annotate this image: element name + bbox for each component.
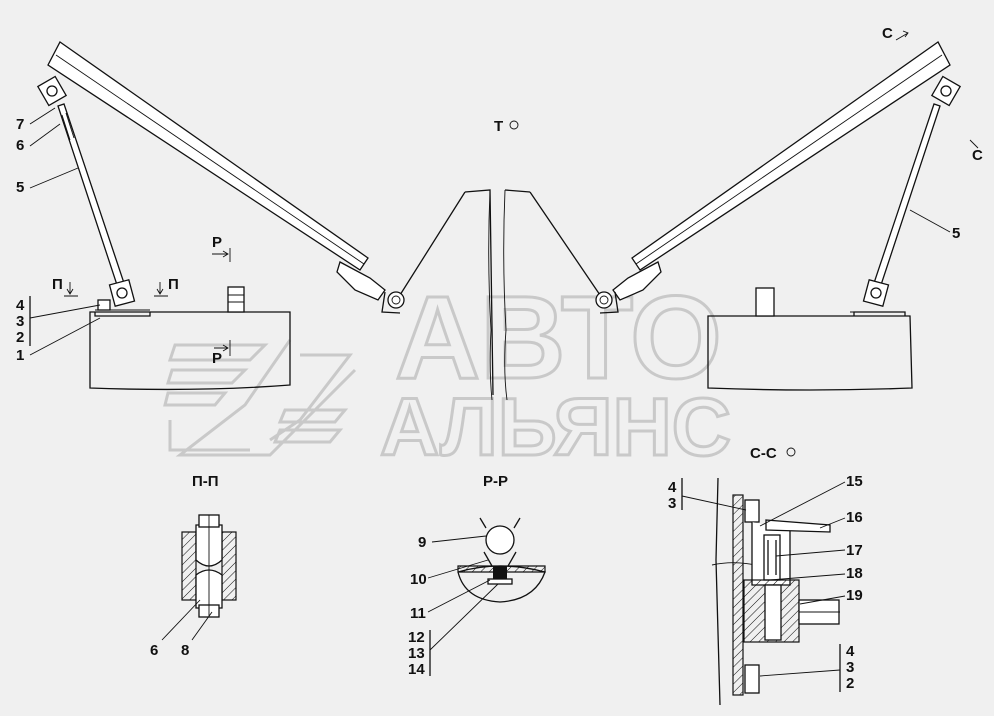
callout-7: 7 xyxy=(16,116,24,133)
hood-panel xyxy=(399,189,601,401)
callout-3: 3 xyxy=(16,313,24,330)
mark-PI-left: П xyxy=(52,276,63,293)
watermark-line2: АЛЬЯНС xyxy=(380,382,731,473)
callout-2: 2 xyxy=(16,329,24,346)
right-door-assembly xyxy=(595,41,962,391)
section-title-cc: С-С xyxy=(750,445,777,462)
mark-C-right: С xyxy=(972,147,983,164)
mark-P-top: Р xyxy=(212,234,222,251)
cc-callout-4-top: 4 xyxy=(668,479,677,496)
cc-callout-16: 16 xyxy=(846,509,863,526)
cc-callout-15: 15 xyxy=(846,473,863,490)
view-marks: Т С С Р Р П П xyxy=(52,25,983,367)
pp-callout-6: 6 xyxy=(150,642,158,659)
left-door-assembly xyxy=(36,41,405,391)
main-callouts: 7 6 5 4 3 2 1 5 xyxy=(16,107,960,364)
callout-4: 4 xyxy=(16,297,25,314)
rr-callout-11: 11 xyxy=(410,605,426,622)
mark-C-top: С xyxy=(882,25,893,42)
rr-callout-14: 14 xyxy=(408,661,425,678)
cc-callout-4-bottom: 4 xyxy=(846,643,855,660)
mark-PI-right: П xyxy=(168,276,179,293)
mark-T: Т xyxy=(494,118,503,135)
watermark-line1: АВТО xyxy=(395,272,722,404)
callout-6: 6 xyxy=(16,137,24,154)
cc-callout-18: 18 xyxy=(846,565,863,582)
section-pp: 6 8 xyxy=(150,514,237,659)
cc-callout-3-top: 3 xyxy=(668,495,676,512)
section-rr: 9 10 11 12 13 14 xyxy=(408,517,546,678)
cc-callout-17: 17 xyxy=(846,542,863,559)
callout-1: 1 xyxy=(16,347,24,364)
watermark-logo xyxy=(163,339,357,457)
rr-callout-9: 9 xyxy=(418,534,426,551)
cc-callout-2-bottom: 2 xyxy=(846,675,854,692)
rr-callout-12: 12 xyxy=(408,629,425,646)
section-cc: 4 3 15 16 17 18 19 4 3 2 xyxy=(668,473,863,706)
mark-P-mid: Р xyxy=(212,350,222,367)
pp-callout-8: 8 xyxy=(181,642,189,659)
section-title-pp: П-П xyxy=(192,473,219,490)
callout-5-right: 5 xyxy=(952,225,960,242)
cc-callout-3-bottom: 3 xyxy=(846,659,854,676)
watermark: АВТО АЛЬЯНС xyxy=(163,271,732,475)
rr-callout-10: 10 xyxy=(410,571,427,588)
callout-5-left: 5 xyxy=(16,179,24,196)
rr-callout-13: 13 xyxy=(408,645,425,662)
section-title-rr: Р-Р xyxy=(483,473,508,490)
cc-callout-19: 19 xyxy=(846,587,863,604)
